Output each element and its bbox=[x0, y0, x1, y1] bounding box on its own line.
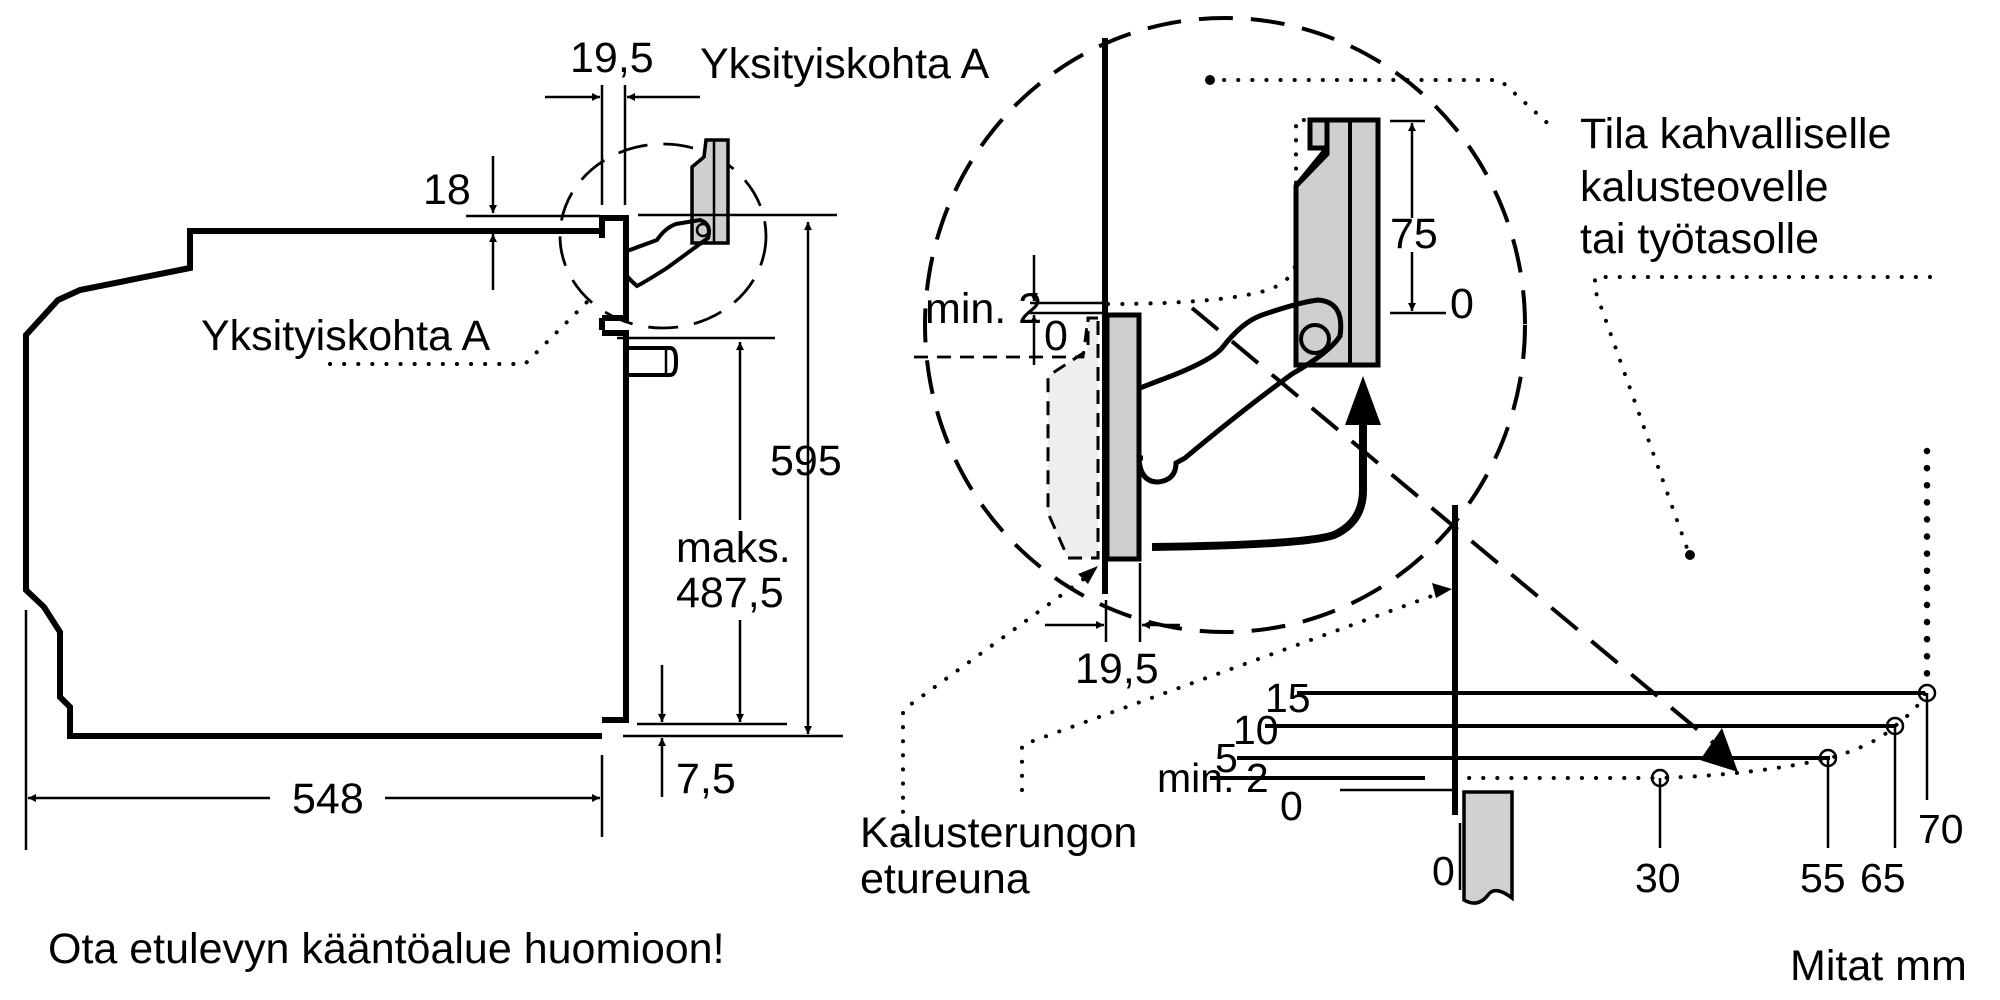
y-label-min2: min. 2 bbox=[1157, 755, 1269, 801]
x-label-55: 55 bbox=[1800, 855, 1846, 901]
swing-path-arrow-icon bbox=[1700, 728, 1738, 772]
space-label-line3: tai työtasolle bbox=[1580, 215, 1819, 263]
detail-a-view: Yksityiskohta A min. 2 0 bbox=[700, 16, 1932, 903]
dim-hinge-width: 19,5 bbox=[545, 34, 700, 205]
dim-top-gap-label: 18 bbox=[423, 166, 471, 214]
dim-max-label-2: 487,5 bbox=[676, 569, 784, 617]
space-label-leader-2 bbox=[1593, 275, 1932, 553]
y-label-5: 5 bbox=[1215, 735, 1238, 781]
cabinet-edge-leader-1 bbox=[901, 576, 1087, 842]
swing-arrow bbox=[1151, 423, 1367, 551]
dim-bottom-width: 19,5 bbox=[1045, 563, 1180, 693]
cabinet-edge-arrow-1-icon bbox=[1078, 566, 1098, 584]
warning-note: Ota etulevyn kääntöalue huomioon! bbox=[48, 925, 725, 973]
dim-zero-left-label: 0 bbox=[1044, 312, 1068, 360]
cabinet-edge-leader-2 bbox=[1020, 591, 1442, 792]
cabinet-block bbox=[1462, 790, 1514, 905]
detail-a-circle-large bbox=[923, 16, 1527, 634]
detail-a-leader bbox=[328, 299, 590, 366]
swing-arrow-head-icon bbox=[1345, 376, 1381, 425]
cabinet-edge-line1: Kalusterungon bbox=[860, 809, 1137, 857]
dim-height-595: 595 bbox=[623, 222, 843, 738]
oven-knob-icon bbox=[626, 346, 678, 377]
detail-a-label: Yksityiskohta A bbox=[201, 312, 490, 360]
units-note: Mitat mm bbox=[1790, 942, 1967, 990]
y-label-0: 0 bbox=[1280, 783, 1303, 829]
dim-bottom-7-5: 7,5 bbox=[658, 665, 736, 803]
detail-a-circle-small bbox=[558, 142, 768, 330]
cabinet-edge-line2: etureuna bbox=[860, 855, 1030, 903]
cabinet-edge-arrow-2-icon bbox=[1432, 583, 1452, 598]
dim-min-gap: min. 2 0 bbox=[925, 255, 1102, 365]
x-label-0: 0 bbox=[1432, 848, 1455, 894]
space-label-line2: kalusteovelle bbox=[1580, 163, 1829, 211]
hinge-arm-detail bbox=[1136, 297, 1344, 485]
hinge-small-bracket bbox=[690, 138, 730, 245]
space-label-line1: Tila kahvalliselle bbox=[1580, 110, 1891, 158]
y-label-10: 10 bbox=[1233, 707, 1279, 753]
dim-75: 75 0 bbox=[1390, 119, 1474, 328]
door-panel-detail bbox=[1104, 312, 1142, 562]
dim-height-label: 595 bbox=[770, 437, 842, 485]
y-label-15: 15 bbox=[1265, 675, 1311, 721]
dim-top-gap: 18 bbox=[423, 156, 600, 290]
x-label-70: 70 bbox=[1918, 806, 1964, 852]
dim-hinge-width-label: 19,5 bbox=[570, 34, 654, 82]
clearance-curve-dotted bbox=[1453, 691, 1927, 780]
space-label-leader bbox=[1208, 78, 1557, 132]
hinge-bracket-fix bbox=[1293, 117, 1381, 368]
door-ghost-dash bbox=[914, 317, 1090, 359]
hinge-small-pivot-icon bbox=[695, 222, 711, 238]
door-ghost-outline bbox=[1046, 316, 1100, 560]
dim-bottom-width-label: 19,5 bbox=[1075, 645, 1159, 693]
clearance-graph: 15 10 5 min. 2 0 0 30 55 65 70 bbox=[1157, 447, 1964, 905]
hinge-pivot-icon bbox=[1299, 323, 1331, 355]
dim-max-487: maks. 487,5 bbox=[617, 336, 791, 726]
dim-75-label: 75 bbox=[1390, 210, 1438, 258]
leader-dot-2-icon bbox=[1685, 550, 1695, 560]
leader-dot-icon bbox=[1205, 75, 1215, 85]
oven-side-view: 19,5 18 Yksityiskohta A 595 maks. 487,5 bbox=[23, 34, 843, 850]
x-label-30: 30 bbox=[1635, 855, 1681, 901]
detail-a-title: Yksityiskohta A bbox=[700, 40, 989, 88]
dim-min-gap-label: min. 2 bbox=[925, 285, 1042, 333]
dim-max-label-1: maks. bbox=[676, 524, 791, 572]
hinge-small-arm bbox=[625, 217, 711, 289]
dim-zero-right-label: 0 bbox=[1450, 280, 1474, 328]
dim-bottom-label: 7,5 bbox=[676, 755, 736, 803]
x-label-65: 65 bbox=[1860, 855, 1906, 901]
space-outline-dotted bbox=[1106, 118, 1312, 306]
dim-depth-548: 548 bbox=[24, 610, 604, 850]
oven-door-panel bbox=[599, 215, 629, 723]
dim-depth-label: 548 bbox=[292, 775, 364, 823]
oven-body-outline bbox=[23, 228, 602, 739]
